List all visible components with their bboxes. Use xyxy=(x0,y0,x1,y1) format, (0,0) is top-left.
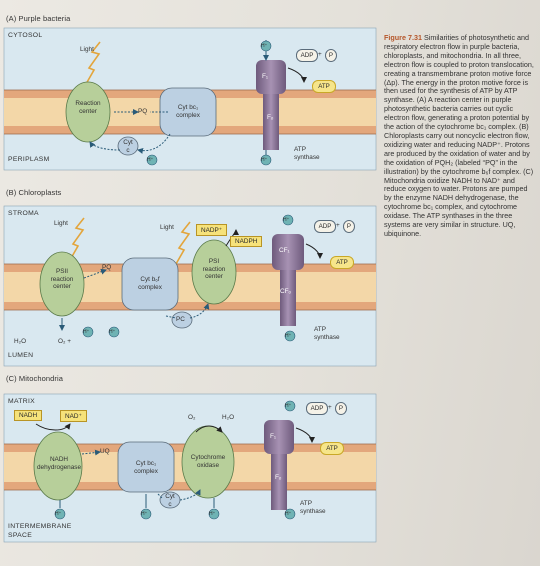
h-a1: H⁺ xyxy=(261,43,268,49)
h-b4: H⁺ xyxy=(285,333,292,339)
nadh-dehydrogenase xyxy=(33,431,83,501)
uq-label: UQ xyxy=(100,448,110,455)
light-bolt-a xyxy=(85,41,101,85)
stroma-label: STROMA xyxy=(8,210,39,217)
atp-synthase-a xyxy=(256,60,286,150)
cyt-c-label-a: Cyt c xyxy=(123,139,133,154)
figure-caption: Figure 7.31 Similarities of photosynthet… xyxy=(384,33,534,239)
cytosol-label: CYTOSOL xyxy=(8,32,43,39)
cyt-c-a xyxy=(117,136,139,156)
adp-c: ADP xyxy=(306,402,328,415)
adp-b: ADP xyxy=(314,220,336,233)
h-b1: H⁺ xyxy=(83,329,90,335)
atp-synthase-c xyxy=(264,420,294,510)
cyt-oxidase-label: Cytochrome oxidase xyxy=(190,454,226,469)
pi-a: P xyxy=(325,49,337,62)
atp-synthase-label-a: ATP synthase xyxy=(294,146,320,161)
panel-a-title: (A) Purple bacteria xyxy=(6,14,71,23)
h2o-label-b: H₂O xyxy=(14,338,27,345)
fo-label-c: Fₒ xyxy=(275,474,282,481)
light-label-b2: Light xyxy=(160,224,174,231)
nadh-dehydrogenase-label: NADH dehydrogenase xyxy=(36,456,82,471)
plus-sign: + xyxy=(328,404,332,411)
reaction-center-a xyxy=(65,81,111,143)
cyt-bc1-c xyxy=(117,441,175,493)
cyt-bc1-label-a: Cyt bc₁ complex xyxy=(176,104,200,119)
cyt-b6f xyxy=(121,257,179,311)
fo-label-a: Fₒ xyxy=(267,114,274,121)
light-label-b1: Light xyxy=(54,220,68,227)
h-c5: H⁺ xyxy=(285,403,292,409)
periplasm-label: PERIPLASM xyxy=(8,156,50,163)
nad-label: NAD⁺ xyxy=(60,410,87,422)
atp-c: ATP xyxy=(320,442,344,455)
nadp-label: NADP⁺ xyxy=(196,224,228,236)
h2o-label-c: H₂O xyxy=(222,414,235,421)
cf1-label: CF₁ xyxy=(279,247,290,254)
h-a2: H⁺ xyxy=(261,157,268,163)
pq-label-b: PQ xyxy=(102,264,112,271)
matrix-label: MATRIX xyxy=(8,398,35,405)
panel-b-title: (B) Chloroplasts xyxy=(6,188,62,197)
atp-synthase-b xyxy=(272,234,304,326)
h-c3: H⁺ xyxy=(209,511,216,517)
f1-label-a: F₁ xyxy=(262,73,269,80)
reaction-center-label-a: Reaction center xyxy=(75,100,101,115)
psi-center xyxy=(191,239,237,305)
cyt-b6f-label: Cyt b₆f complex xyxy=(138,276,162,291)
lumen-label: LUMEN xyxy=(8,352,34,359)
pq-label-a: PQ xyxy=(138,108,148,115)
cfo-label: CFₒ xyxy=(280,288,291,295)
h-c4: H⁺ xyxy=(285,511,292,517)
intermembrane-label: INTERMEMBRANE SPACE xyxy=(8,523,72,539)
panel-c-title: (C) Mitochondria xyxy=(6,374,64,383)
nadph-label: NADPH xyxy=(230,236,263,247)
h-b2: H⁺ xyxy=(109,329,116,335)
figure-caption-text: Similarities of photosynthetic and respi… xyxy=(384,33,534,238)
nadh-label: NADH xyxy=(14,410,43,421)
h-b3: H⁺ xyxy=(283,217,290,223)
f1-label-c: F₁ xyxy=(270,433,277,440)
adp-a: ADP xyxy=(296,49,318,62)
pc-carrier xyxy=(171,311,193,329)
h-a3: H⁺ xyxy=(147,157,154,163)
h-c2: H⁺ xyxy=(141,511,148,517)
pi-c: P xyxy=(335,402,347,415)
psii-center xyxy=(39,251,85,317)
o2-label-b: O₂ + xyxy=(58,338,71,345)
light-label-a: Light xyxy=(80,46,94,53)
psi-label: PSI reaction center xyxy=(202,258,226,280)
plus-sign: + xyxy=(318,51,322,58)
atp-b: ATP xyxy=(330,256,354,269)
figure-number: Figure 7.31 xyxy=(384,33,422,42)
plus-sign: + xyxy=(336,222,340,229)
atp-synthase-label-b: ATP synthase xyxy=(314,326,340,341)
pc-label: PC xyxy=(176,316,185,323)
atp-a: ATP xyxy=(312,80,336,93)
h-c1: H⁺ xyxy=(55,511,62,517)
o2-label-c: O₂ xyxy=(188,414,196,421)
psii-label: PSII reaction center xyxy=(50,268,74,290)
cyt-bc1-label-c: Cyt bc₁ complex xyxy=(134,460,158,475)
atp-synthase-label-c: ATP synthase xyxy=(300,500,326,515)
pi-b: P xyxy=(343,220,355,233)
cyt-c-label-c: Cyt c xyxy=(165,493,175,508)
